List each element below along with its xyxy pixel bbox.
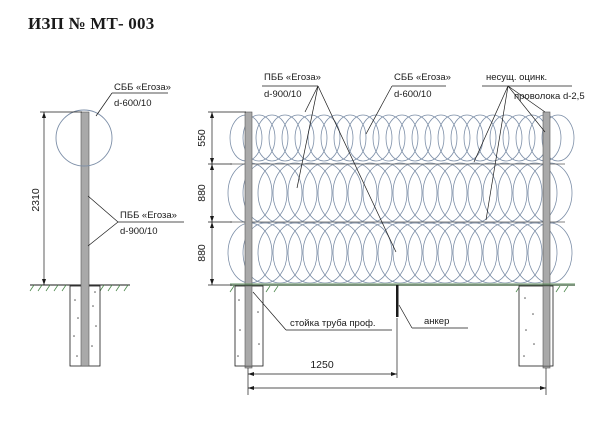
- coil-loop: [437, 162, 483, 224]
- coil-loop: [437, 114, 471, 162]
- coil-loop: [463, 114, 497, 162]
- post-label: стойка труба проф.: [290, 318, 376, 329]
- coil-loop: [255, 114, 289, 162]
- coil-loop: [242, 114, 276, 162]
- coil-loop: [302, 162, 348, 224]
- coil-loop: [541, 114, 575, 162]
- coil-loop: [333, 114, 367, 162]
- drawing-title: ИЗП № МТ- 003: [28, 14, 155, 33]
- coil-row-bottom: [227, 222, 573, 284]
- coil-loop: [272, 162, 318, 224]
- coil-loop: [411, 114, 445, 162]
- front-label-leaders: [262, 85, 572, 253]
- front-view: 550 880 880 ПББ «Егоза» d-900/10 СББ «Ег…: [196, 72, 585, 395]
- carrier-wires: [230, 163, 565, 223]
- side-mid-leader: [87, 195, 184, 247]
- coil-loop: [407, 162, 453, 224]
- coil-loop: [385, 114, 419, 162]
- front-label1-name: ПББ «Егоза»: [264, 72, 321, 83]
- dim-mid-text: 880: [196, 184, 208, 202]
- coil-loop: [450, 114, 484, 162]
- side-height-dimension: 2310: [30, 111, 82, 285]
- coil-loop: [467, 162, 513, 224]
- coil-loop: [422, 162, 468, 224]
- front-foundation-right: [518, 285, 554, 367]
- coil-loop: [359, 114, 393, 162]
- side-top-coil: [55, 109, 113, 167]
- coil-loop: [332, 162, 378, 224]
- side-top-label-size: d-600/10: [114, 98, 152, 109]
- coil-row-top: [229, 114, 575, 162]
- coil-loop: [489, 114, 523, 162]
- coil-loop: [287, 162, 333, 224]
- coil-loop: [512, 162, 558, 224]
- front-post-right: [542, 111, 551, 369]
- coil-loop: [476, 114, 510, 162]
- coil-loop: [257, 162, 303, 224]
- coil-loop: [392, 222, 438, 284]
- side-top-label-name: СББ «Егоза»: [114, 82, 171, 93]
- side-view: 2310 СББ «Егоза» d-600/10 ПББ «Егоза» d-…: [29, 82, 184, 367]
- coil-loop: [272, 222, 318, 284]
- coil-loop: [377, 222, 423, 284]
- post-leader: [252, 291, 392, 331]
- anchor-label: анкер: [424, 316, 449, 327]
- coil-loop: [422, 222, 468, 284]
- coil-loop: [346, 114, 380, 162]
- coil-loop: [362, 162, 408, 224]
- coil-loop: [482, 222, 528, 284]
- coil-loop: [294, 114, 328, 162]
- coil-loop: [392, 162, 438, 224]
- dim-bot-text: 880: [196, 244, 208, 262]
- coil-loop: [437, 222, 483, 284]
- coil-rows: [227, 114, 575, 284]
- coil-loop: [320, 114, 354, 162]
- coil-loop: [407, 222, 453, 284]
- coil-loop: [347, 222, 393, 284]
- coil-loop: [452, 222, 498, 284]
- coil-loop: [347, 162, 393, 224]
- coil-loop: [307, 114, 341, 162]
- coil-loop: [362, 222, 408, 284]
- side-mid-label-size: d-900/10: [120, 226, 158, 237]
- coil-loop: [372, 114, 406, 162]
- side-height-text: 2310: [30, 188, 42, 212]
- coil-loop: [332, 222, 378, 284]
- front-label2-name: СББ «Егоза»: [394, 72, 451, 83]
- front-label3-line1: несущ. оцинк.: [486, 72, 547, 83]
- coil-loop: [424, 114, 458, 162]
- coil-loop: [268, 114, 302, 162]
- coil-loop: [257, 222, 303, 284]
- coil-loop: [398, 114, 432, 162]
- coil-loop: [377, 162, 423, 224]
- coil-loop: [482, 162, 528, 224]
- coil-loop: [497, 162, 543, 224]
- coil-loop: [467, 222, 513, 284]
- span-dimension: [247, 318, 547, 395]
- coil-loop: [497, 222, 543, 284]
- front-foundation-left: [234, 285, 264, 367]
- coil-loop: [317, 222, 363, 284]
- front-label2-size: d-600/10: [394, 89, 432, 100]
- side-top-leader: [95, 92, 168, 117]
- side-ground: [29, 284, 130, 292]
- front-height-dimensions: [208, 111, 246, 286]
- anchor-leader: [398, 304, 468, 329]
- front-label1-size: d-900/10: [264, 89, 302, 100]
- side-post: [80, 111, 90, 367]
- coil-loop: [302, 222, 348, 284]
- coil-loop: [281, 114, 315, 162]
- anchor: [396, 285, 399, 317]
- coil-loop: [287, 222, 333, 284]
- coil-row-middle: [227, 162, 573, 224]
- coil-loop: [317, 162, 363, 224]
- dim-top-text: 550: [196, 129, 208, 147]
- side-mid-label-name: ПББ «Егоза»: [120, 210, 177, 221]
- coil-loop: [512, 222, 558, 284]
- coil-loop: [502, 114, 536, 162]
- front-label3-line2: проволока d-2,5: [514, 91, 585, 102]
- front-post-left: [244, 111, 253, 369]
- span-dim-text: 1250: [310, 359, 334, 371]
